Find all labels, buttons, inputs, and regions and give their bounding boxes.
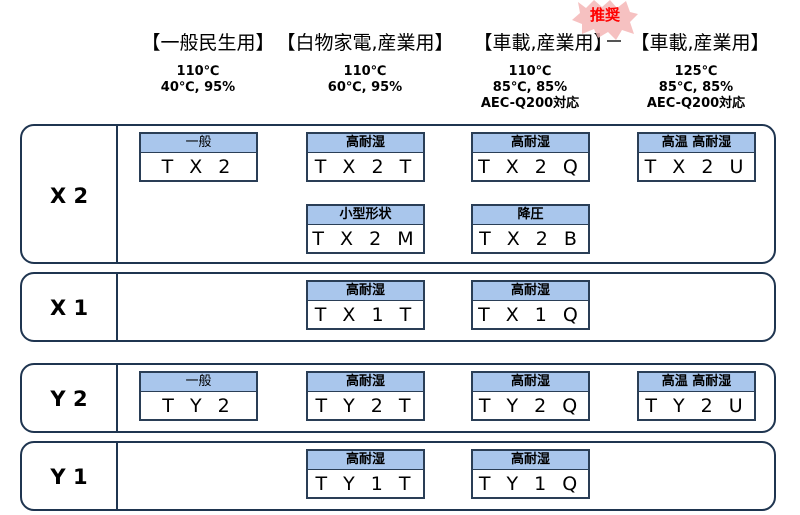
product-card[interactable]: 高耐湿 T Y 1 Q (471, 449, 590, 499)
product-card[interactable]: 降圧 T X 2 B (471, 204, 590, 254)
column-spec-3: 110℃ 85℃, 85% AEC-Q200対応 (455, 64, 605, 112)
column-title-3: 【車載,産業用】 (473, 32, 613, 54)
product-name: T X 2 M (312, 228, 419, 250)
series-label: Y 1 (50, 465, 88, 489)
series-label: Y 2 (50, 387, 88, 411)
product-feature-tag: 高耐湿 (308, 373, 423, 392)
spec-line: 85℃, 85% (658, 80, 734, 95)
product-name: T X 2 (161, 156, 236, 178)
product-card[interactable]: 一般 T X 2 (139, 132, 258, 182)
product-card[interactable]: 高温 高耐湿 T Y 2 U (637, 371, 756, 421)
spec-line: AEC-Q200対応 (646, 96, 746, 111)
product-name: T Y 1 Q (478, 473, 583, 495)
product-name: T X 2 U (644, 156, 749, 178)
product-card[interactable]: 一般 T Y 2 (139, 371, 258, 421)
product-name: T X 1 T (314, 304, 417, 326)
series-row-y1: Y 1 高耐湿 T Y 1 T 高耐湿 T Y 1 Q (20, 441, 776, 511)
column-spec-1: 110℃ 40℃, 95% (123, 64, 273, 96)
product-card[interactable]: 高耐湿 T Y 2 Q (471, 371, 590, 421)
product-card[interactable]: 高温 高耐湿 T X 2 U (637, 132, 756, 182)
product-feature-tag: 高耐湿 (473, 373, 588, 392)
product-card[interactable]: 高耐湿 T Y 1 T (306, 449, 425, 499)
product-feature-tag: 高耐湿 (473, 451, 588, 470)
product-feature-tag: 一般 (141, 373, 256, 392)
product-feature-tag: 一般 (141, 134, 256, 153)
product-feature-tag: 降圧 (473, 206, 588, 225)
product-feature-tag: 高耐湿 (473, 134, 588, 153)
recommend-badge: 推奨 (589, 6, 620, 24)
spec-line: 60℃, 95% (327, 80, 403, 95)
spec-line: 125℃ (674, 64, 718, 79)
series-row-x1: X 1 高耐湿 T X 1 T 高耐湿 T X 1 Q (20, 272, 776, 342)
product-card[interactable]: 小型形状 T X 2 M (306, 204, 425, 254)
spec-line: 40℃, 95% (160, 80, 236, 95)
product-feature-tag: 高耐湿 (473, 282, 588, 301)
row-divider (116, 365, 118, 431)
product-feature-tag: 高耐湿 (308, 134, 423, 153)
product-card[interactable]: 高耐湿 T X 1 Q (471, 280, 590, 330)
column-spec-4: 125℃ 85℃, 85% AEC-Q200対応 (621, 64, 771, 112)
spec-line: 110℃ (508, 64, 552, 79)
spec-line: 110℃ (343, 64, 387, 79)
product-name: T X 2 Q (478, 156, 583, 178)
product-card[interactable]: 高耐湿 T X 2 T (306, 132, 425, 182)
product-name: T Y 2 T (315, 395, 416, 417)
product-card[interactable]: 高耐湿 T X 1 T (306, 280, 425, 330)
product-card[interactable]: 高耐湿 T Y 2 T (306, 371, 425, 421)
product-card[interactable]: 高耐湿 T X 2 Q (471, 132, 590, 182)
product-name: T X 2 B (479, 228, 582, 250)
product-feature-tag: 高耐湿 (308, 451, 423, 470)
series-row-x2: X 2 一般 T X 2 高耐湿 T X 2 T 高耐湿 T X 2 Q 高温 … (20, 124, 776, 264)
column-title-1: 【一般民生用】 (141, 32, 275, 54)
header-dash (607, 40, 621, 42)
spec-line: 110℃ (176, 64, 220, 79)
recommend-burst-icon (572, 0, 638, 40)
product-feature-tag: 高耐湿 (308, 282, 423, 301)
row-divider (116, 126, 118, 262)
product-feature-tag: 高温 高耐湿 (639, 373, 754, 392)
spec-line: 85℃, 85% (492, 80, 568, 95)
product-name: T Y 2 Q (478, 395, 583, 417)
row-divider (116, 274, 118, 340)
product-feature-tag: 高温 高耐湿 (639, 134, 754, 153)
column-title-4: 【車載,産業用】 (630, 32, 770, 54)
product-name: T X 1 Q (478, 304, 583, 326)
series-label: X 2 (49, 184, 89, 208)
spec-line: AEC-Q200対応 (480, 96, 580, 111)
column-spec-2: 110℃ 60℃, 95% (290, 64, 440, 96)
row-divider (116, 443, 118, 509)
series-row-y2: Y 2 一般 T Y 2 高耐湿 T Y 2 T 高耐湿 T Y 2 Q 高温 … (20, 363, 776, 433)
product-feature-tag: 小型形状 (308, 206, 423, 225)
product-name: T X 2 T (314, 156, 417, 178)
series-label: X 1 (49, 296, 89, 320)
product-name: T Y 2 (162, 395, 235, 417)
column-title-2: 【白物家電,産業用】 (276, 32, 454, 54)
product-name: T Y 2 U (645, 395, 748, 417)
product-name: T Y 1 T (315, 473, 416, 495)
